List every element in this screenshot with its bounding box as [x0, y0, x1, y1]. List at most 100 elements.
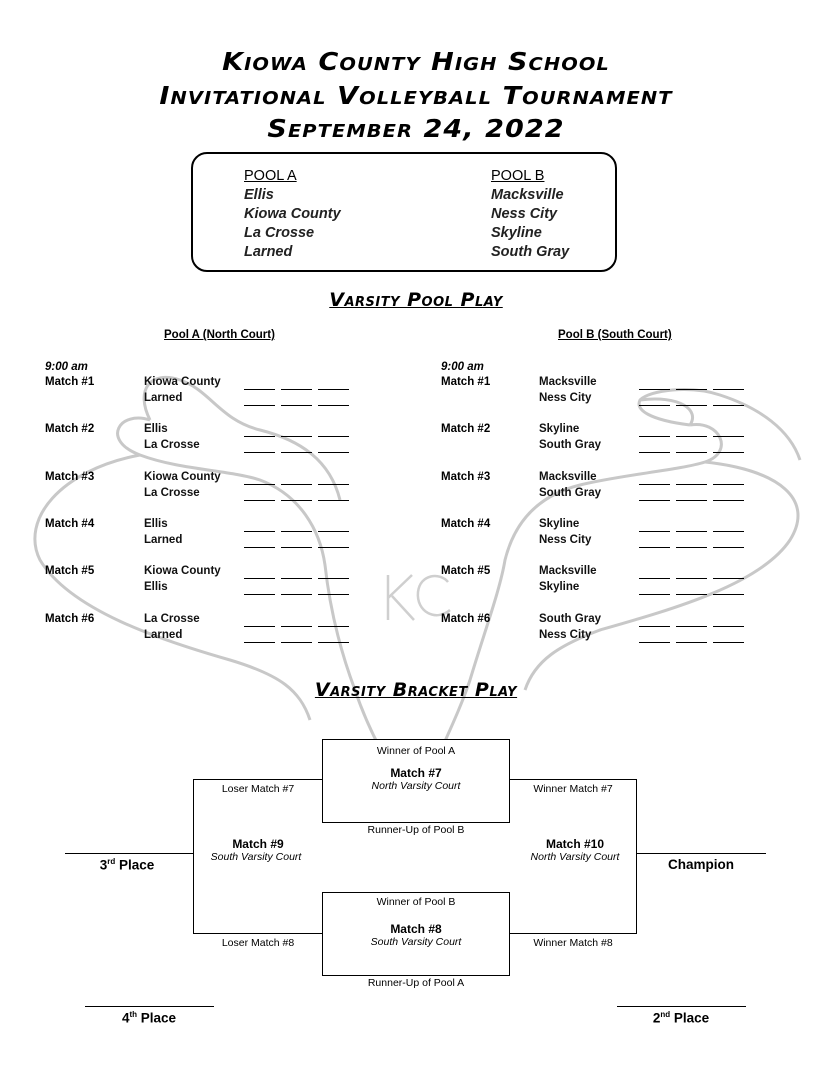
score-blank[interactable]	[676, 405, 707, 406]
score-blank[interactable]	[318, 625, 349, 627]
score-blank[interactable]	[318, 452, 349, 454]
score-blank[interactable]	[676, 641, 707, 643]
score-blank[interactable]	[244, 452, 275, 454]
score-blank[interactable]	[639, 389, 670, 390]
score-blank[interactable]	[713, 389, 744, 390]
fourth-place-label: 4th Place	[121, 1010, 177, 1026]
score-blank[interactable]	[713, 578, 744, 580]
score-blank[interactable]	[318, 405, 349, 406]
score-blank[interactable]	[318, 389, 349, 390]
match-team: Kiowa County	[144, 565, 221, 578]
score-blank[interactable]	[676, 546, 707, 548]
score-blank[interactable]	[713, 641, 744, 643]
score-blank[interactable]	[676, 530, 707, 532]
score-blank[interactable]	[676, 578, 707, 580]
score-blank[interactable]	[639, 530, 670, 532]
score-blank[interactable]	[318, 546, 349, 548]
score-blank[interactable]	[281, 578, 312, 580]
court-header-right: Pool B (South Court)	[558, 329, 672, 341]
score-blank[interactable]	[713, 405, 744, 406]
score-blank[interactable]	[713, 625, 744, 627]
score-blank[interactable]	[318, 578, 349, 580]
score-blank[interactable]	[713, 483, 744, 485]
score-blank[interactable]	[244, 641, 275, 643]
title-school: Kiowa County High School	[222, 47, 610, 76]
court-header-left: Pool A (North Court)	[164, 329, 275, 341]
score-blank[interactable]	[676, 594, 707, 596]
pool-a-column: POOL A Ellis Kiowa County La Crosse Larn…	[244, 167, 341, 262]
match-8-bottom-seed: Runner-Up of Pool A	[367, 977, 465, 989]
match-label: Match #2	[45, 423, 95, 436]
match-team: Kiowa County	[144, 376, 221, 388]
match-label: Match #1	[45, 376, 95, 388]
score-blank[interactable]	[318, 436, 349, 438]
score-blank[interactable]	[281, 530, 312, 532]
score-blank[interactable]	[318, 641, 349, 643]
score-blank[interactable]	[244, 483, 275, 485]
score-blank[interactable]	[639, 594, 670, 596]
score-blank[interactable]	[244, 625, 275, 627]
match-8-court: South Varsity Court	[370, 936, 462, 948]
third-place-line	[65, 853, 194, 855]
score-blank[interactable]	[244, 578, 275, 580]
match-team: Skyline	[539, 517, 580, 530]
match-9-label: Match #9	[232, 837, 284, 851]
score-blank[interactable]	[244, 436, 275, 438]
score-blank[interactable]	[676, 499, 707, 501]
score-blank[interactable]	[281, 405, 312, 406]
score-blank[interactable]	[639, 641, 670, 643]
match-team: Ellis	[144, 517, 168, 530]
second-place-line	[617, 1006, 746, 1008]
score-blank[interactable]	[244, 499, 275, 501]
score-blank[interactable]	[281, 389, 312, 390]
score-blank[interactable]	[281, 546, 312, 548]
score-blank[interactable]	[318, 499, 349, 501]
score-blank[interactable]	[244, 405, 275, 406]
score-blank[interactable]	[676, 452, 707, 454]
pool-b-team: Ness City	[491, 206, 558, 222]
score-blank[interactable]	[281, 594, 312, 596]
score-blank[interactable]	[713, 546, 744, 548]
score-blank[interactable]	[713, 436, 744, 438]
score-blank[interactable]	[318, 594, 349, 596]
score-blank[interactable]	[639, 546, 670, 548]
pool-play-title: Varsity Pool Play	[329, 289, 503, 311]
score-blank[interactable]	[244, 530, 275, 532]
score-blank[interactable]	[281, 436, 312, 438]
pool-b-column: POOL B Macksville Ness City Skyline Sout…	[491, 167, 569, 262]
score-blank[interactable]	[281, 499, 312, 501]
score-blank[interactable]	[639, 436, 670, 438]
score-blank[interactable]	[713, 530, 744, 532]
fourth-place-line	[85, 1006, 214, 1008]
score-blank[interactable]	[676, 389, 707, 390]
score-blank[interactable]	[639, 452, 670, 454]
score-blank[interactable]	[676, 625, 707, 627]
bracket-line	[193, 779, 195, 934]
score-blank[interactable]	[713, 499, 744, 501]
score-blank[interactable]	[639, 499, 670, 501]
score-blank[interactable]	[713, 452, 744, 454]
start-time-right: 9:00 am	[441, 361, 484, 373]
score-blank[interactable]	[639, 405, 670, 406]
score-blank[interactable]	[318, 530, 349, 532]
score-blank[interactable]	[281, 483, 312, 485]
bracket-line	[636, 779, 638, 934]
score-blank[interactable]	[639, 625, 670, 627]
score-blank[interactable]	[281, 625, 312, 627]
match-team: Larned	[144, 533, 183, 546]
pool-b-team: Skyline	[491, 225, 542, 241]
score-blank[interactable]	[676, 483, 707, 485]
score-blank[interactable]	[244, 389, 275, 390]
match-team: Ness City	[539, 628, 592, 641]
score-blank[interactable]	[281, 641, 312, 643]
score-blank[interactable]	[318, 483, 349, 485]
score-blank[interactable]	[713, 594, 744, 596]
score-blank[interactable]	[639, 578, 670, 580]
score-blank[interactable]	[281, 452, 312, 454]
match-team: Ness City	[539, 533, 592, 546]
score-blank[interactable]	[244, 594, 275, 596]
score-blank[interactable]	[244, 546, 275, 548]
score-blank[interactable]	[639, 483, 670, 485]
score-blank[interactable]	[676, 436, 707, 438]
